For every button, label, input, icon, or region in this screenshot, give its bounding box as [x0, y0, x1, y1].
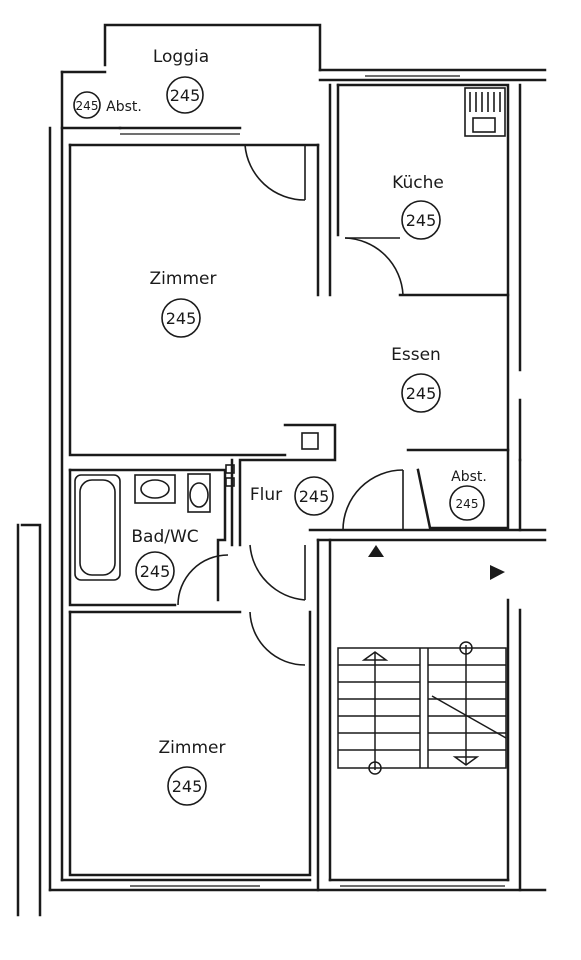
height-label-zimmer-top: 245: [166, 309, 197, 328]
height-label-loggia: 245: [170, 86, 201, 105]
room-label-abst-right: Abst.: [451, 469, 487, 485]
height-label-abst-loggia: 245: [76, 99, 99, 113]
doors: [177, 144, 404, 666]
room-label-flur: Flur: [250, 485, 282, 505]
height-label-abst-right: 245: [456, 497, 479, 511]
room-label-zimmer-bottom: Zimmer: [159, 738, 226, 758]
room-label-loggia: Loggia: [153, 47, 209, 67]
room-label-bad-wc: Bad/WC: [131, 527, 198, 547]
bathtub-icon: [74, 474, 121, 581]
toilet-icon: [187, 473, 211, 513]
height-label-bad-wc: 245: [140, 562, 171, 581]
room-label-abst-loggia: Abst.: [106, 99, 142, 115]
height-label-kueche: 245: [406, 211, 437, 230]
height-label-zimmer-bottom: 245: [172, 777, 203, 796]
room-label-zimmer-top: Zimmer: [150, 269, 217, 289]
room-label-essen: Essen: [391, 345, 441, 365]
staircase: [337, 641, 507, 775]
height-markers: [73, 76, 485, 806]
stove-icon: [464, 87, 506, 137]
bathroom-fixtures: [74, 432, 319, 581]
direction-arrows: [368, 545, 505, 580]
windows: [120, 69, 505, 887]
height-label-essen: 245: [406, 384, 437, 403]
height-label-flur: 245: [299, 487, 330, 506]
sink-icon: [134, 474, 176, 504]
room-label-kueche: Küche: [392, 173, 444, 193]
